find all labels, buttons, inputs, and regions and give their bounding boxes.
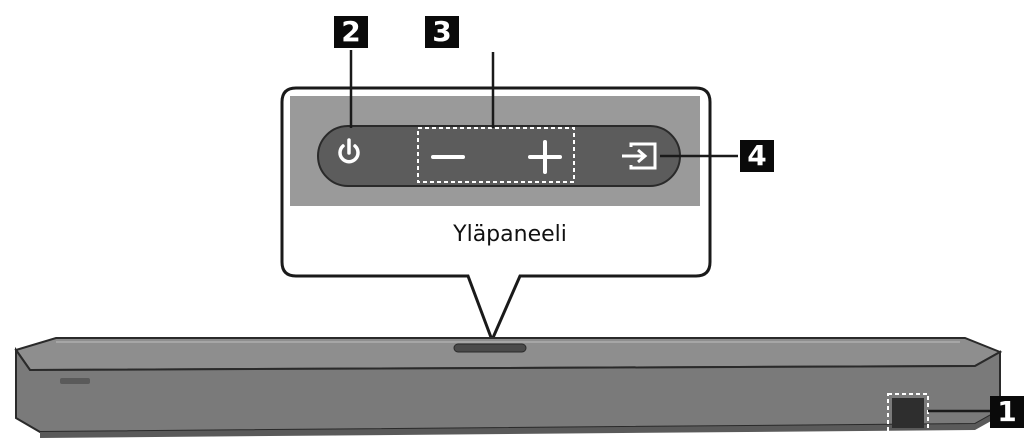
- volume-selection-box: [417, 127, 575, 183]
- power-icon[interactable]: [338, 138, 360, 164]
- callout-4: 4: [740, 140, 774, 172]
- soundbar-top-buttons: [453, 343, 527, 353]
- plus-icon[interactable]: [528, 140, 562, 174]
- callout-2: 2: [334, 16, 368, 48]
- source-input-icon[interactable]: [622, 142, 657, 170]
- soundbar: [14, 337, 1003, 438]
- front-sensor: [887, 393, 929, 433]
- callout-1: 1: [990, 396, 1024, 428]
- brand-logo-mark: [60, 378, 90, 384]
- callout-3: 3: [425, 16, 459, 48]
- panel-caption: Yläpaneeli: [453, 222, 567, 247]
